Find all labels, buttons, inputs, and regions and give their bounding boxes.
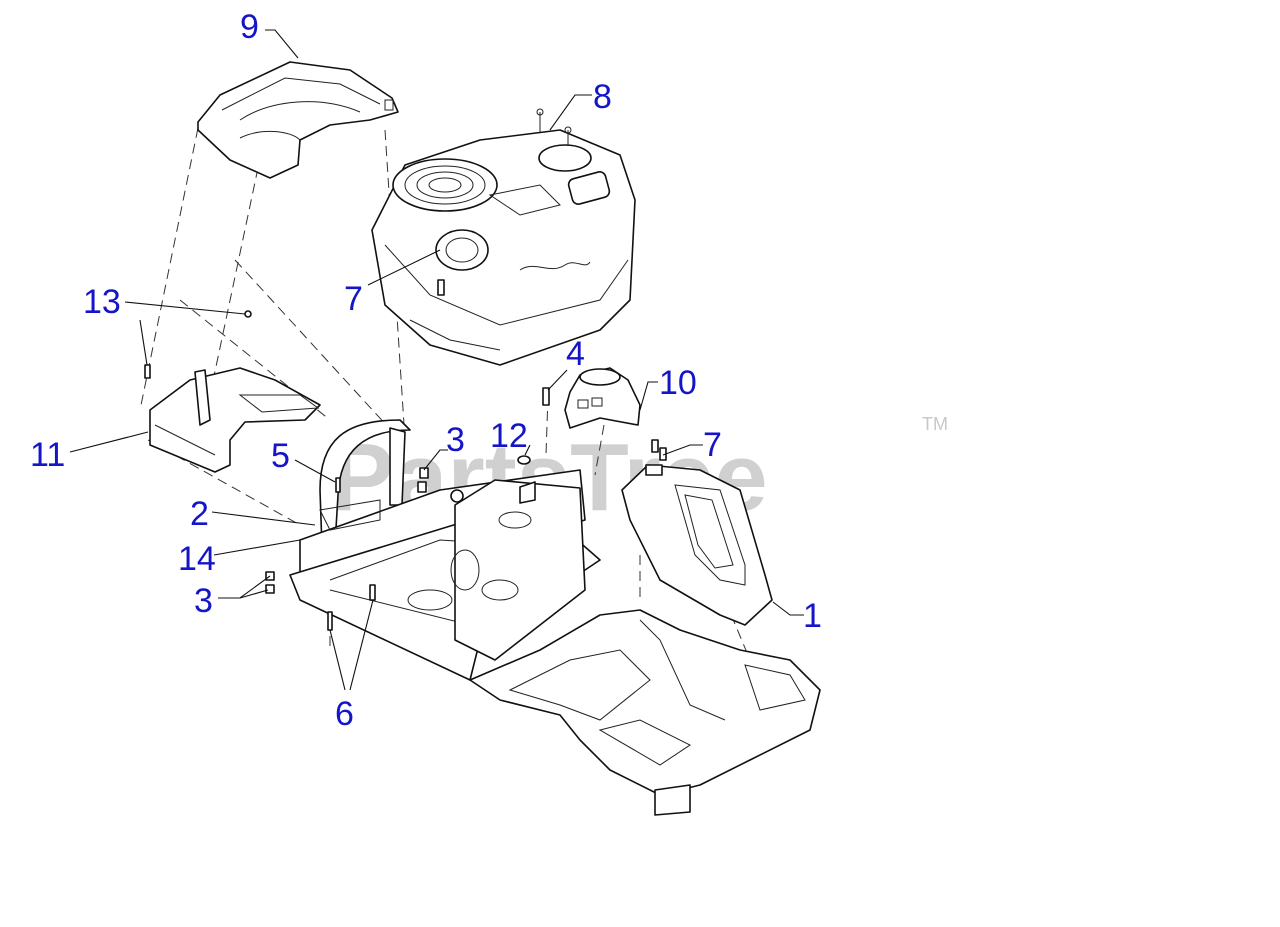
callout-9: 9 bbox=[240, 8, 259, 46]
bolt-4 bbox=[542, 387, 550, 406]
callout-7-console: 7 bbox=[703, 426, 722, 464]
bolt-13-lower bbox=[144, 364, 151, 379]
bolt-7-lower-b bbox=[659, 447, 667, 461]
part-dash-pod bbox=[564, 367, 641, 429]
callout-1: 1 bbox=[803, 597, 822, 635]
part-console-tower bbox=[621, 464, 773, 626]
callout-6: 6 bbox=[335, 695, 354, 733]
callout-12: 12 bbox=[490, 417, 528, 455]
part-frame bbox=[289, 419, 601, 681]
callout-8: 8 bbox=[593, 78, 612, 116]
watermark-trademark: TM bbox=[922, 414, 948, 434]
callout-3-upper: 3 bbox=[446, 421, 465, 459]
callout-14: 14 bbox=[178, 540, 216, 578]
callout-11: 11 bbox=[30, 436, 65, 474]
callout-7-hood: 7 bbox=[344, 280, 363, 318]
bolt-6-left bbox=[327, 611, 333, 631]
bolt-7-upper bbox=[437, 279, 445, 296]
callout-3-lower: 3 bbox=[194, 582, 213, 620]
knob-12 bbox=[517, 455, 531, 465]
part-seat-cover bbox=[197, 61, 399, 179]
bolt-13-upper bbox=[244, 310, 252, 318]
nut-3-upper-b bbox=[417, 481, 427, 493]
callout-10: 10 bbox=[659, 364, 697, 402]
callout-2: 2 bbox=[190, 495, 209, 533]
bolt-6-right bbox=[369, 584, 376, 601]
bolt-5 bbox=[335, 477, 341, 493]
part-floor-pan bbox=[469, 609, 821, 816]
callout-labels: 9 8 7 13 4 10 3 12 7 11 5 2 14 3 1 6 bbox=[30, 8, 822, 733]
callout-13: 13 bbox=[83, 283, 121, 321]
callout-5: 5 bbox=[271, 437, 290, 475]
nut-3-lower-b bbox=[265, 584, 275, 594]
part-hood bbox=[371, 108, 636, 366]
bolt-7-lower bbox=[651, 439, 659, 453]
part-rear-shroud bbox=[149, 367, 321, 473]
callout-4: 4 bbox=[566, 335, 585, 373]
leader-lines bbox=[69, 29, 804, 691]
